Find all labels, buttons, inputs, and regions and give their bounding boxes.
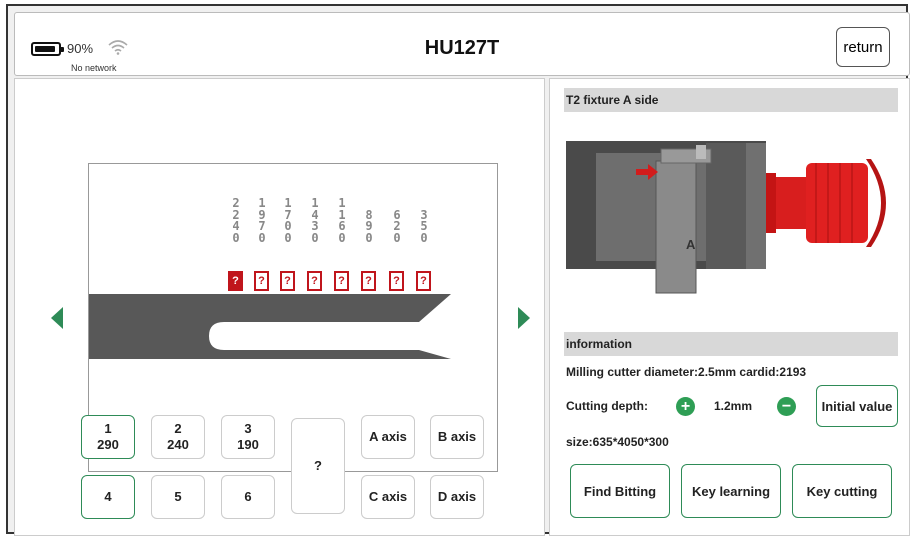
cut-depth-marker[interactable]: ? (334, 271, 349, 291)
key-blade-shape (89, 294, 451, 359)
increase-depth-icon[interactable]: + (676, 397, 695, 416)
info-panel: T2 fixture A side A information M (549, 78, 910, 536)
network-status: No network (71, 63, 117, 73)
battery-percent: 90% (67, 41, 94, 56)
initial-value-button[interactable]: Initial value (816, 385, 898, 427)
fixture-side-label: A (686, 237, 696, 252)
cut-depth-marker[interactable]: ? (228, 271, 243, 291)
a-axis-button[interactable]: A axis (361, 415, 415, 459)
cutting-depth-label: Cutting depth: (566, 399, 648, 413)
cut-depth-marker[interactable]: ? (389, 271, 404, 291)
battery-icon (31, 42, 64, 56)
key-cutting-button[interactable]: Key cutting (792, 464, 892, 518)
information-title: information (564, 332, 898, 356)
return-button[interactable]: return (836, 27, 890, 67)
d-axis-button[interactable]: D axis (430, 475, 484, 519)
key-learning-button[interactable]: Key learning (681, 464, 781, 518)
cut-depth-marker[interactable]: ? (254, 271, 269, 291)
cut-depth-marker[interactable]: ? (280, 271, 295, 291)
cut-depth-marker[interactable]: ? (416, 271, 431, 291)
position-5-button[interactable]: 5 (151, 475, 205, 519)
position-4-button[interactable]: 4 (81, 475, 135, 519)
fixture-title: T2 fixture A side (564, 88, 898, 112)
cutting-depth-value: 1.2mm (714, 399, 753, 413)
fixture-diagram: A (566, 141, 886, 294)
decrease-depth-icon[interactable]: − (777, 397, 796, 416)
next-arrow-icon[interactable] (518, 307, 530, 329)
wifi-icon (108, 40, 128, 55)
c-axis-button[interactable]: C axis (361, 475, 415, 519)
page-title: HU127T (424, 37, 500, 59)
cut-depth-marker[interactable]: ? (307, 271, 322, 291)
cut-depth-marker[interactable]: ? (361, 271, 376, 291)
header-bar: 90% No network HU127T return (14, 12, 910, 76)
position-6-button[interactable]: 6 (221, 475, 275, 519)
cutter-info: Milling cutter diameter:2.5mm cardid:219… (566, 365, 807, 379)
prev-arrow-icon[interactable] (51, 307, 63, 329)
find-bitting-button[interactable]: Find Bitting (570, 464, 670, 518)
b-axis-button[interactable]: B axis (430, 415, 484, 459)
size-info: size:635*4050*300 (566, 435, 669, 449)
unknown-cut-button[interactable]: ? (291, 418, 345, 514)
